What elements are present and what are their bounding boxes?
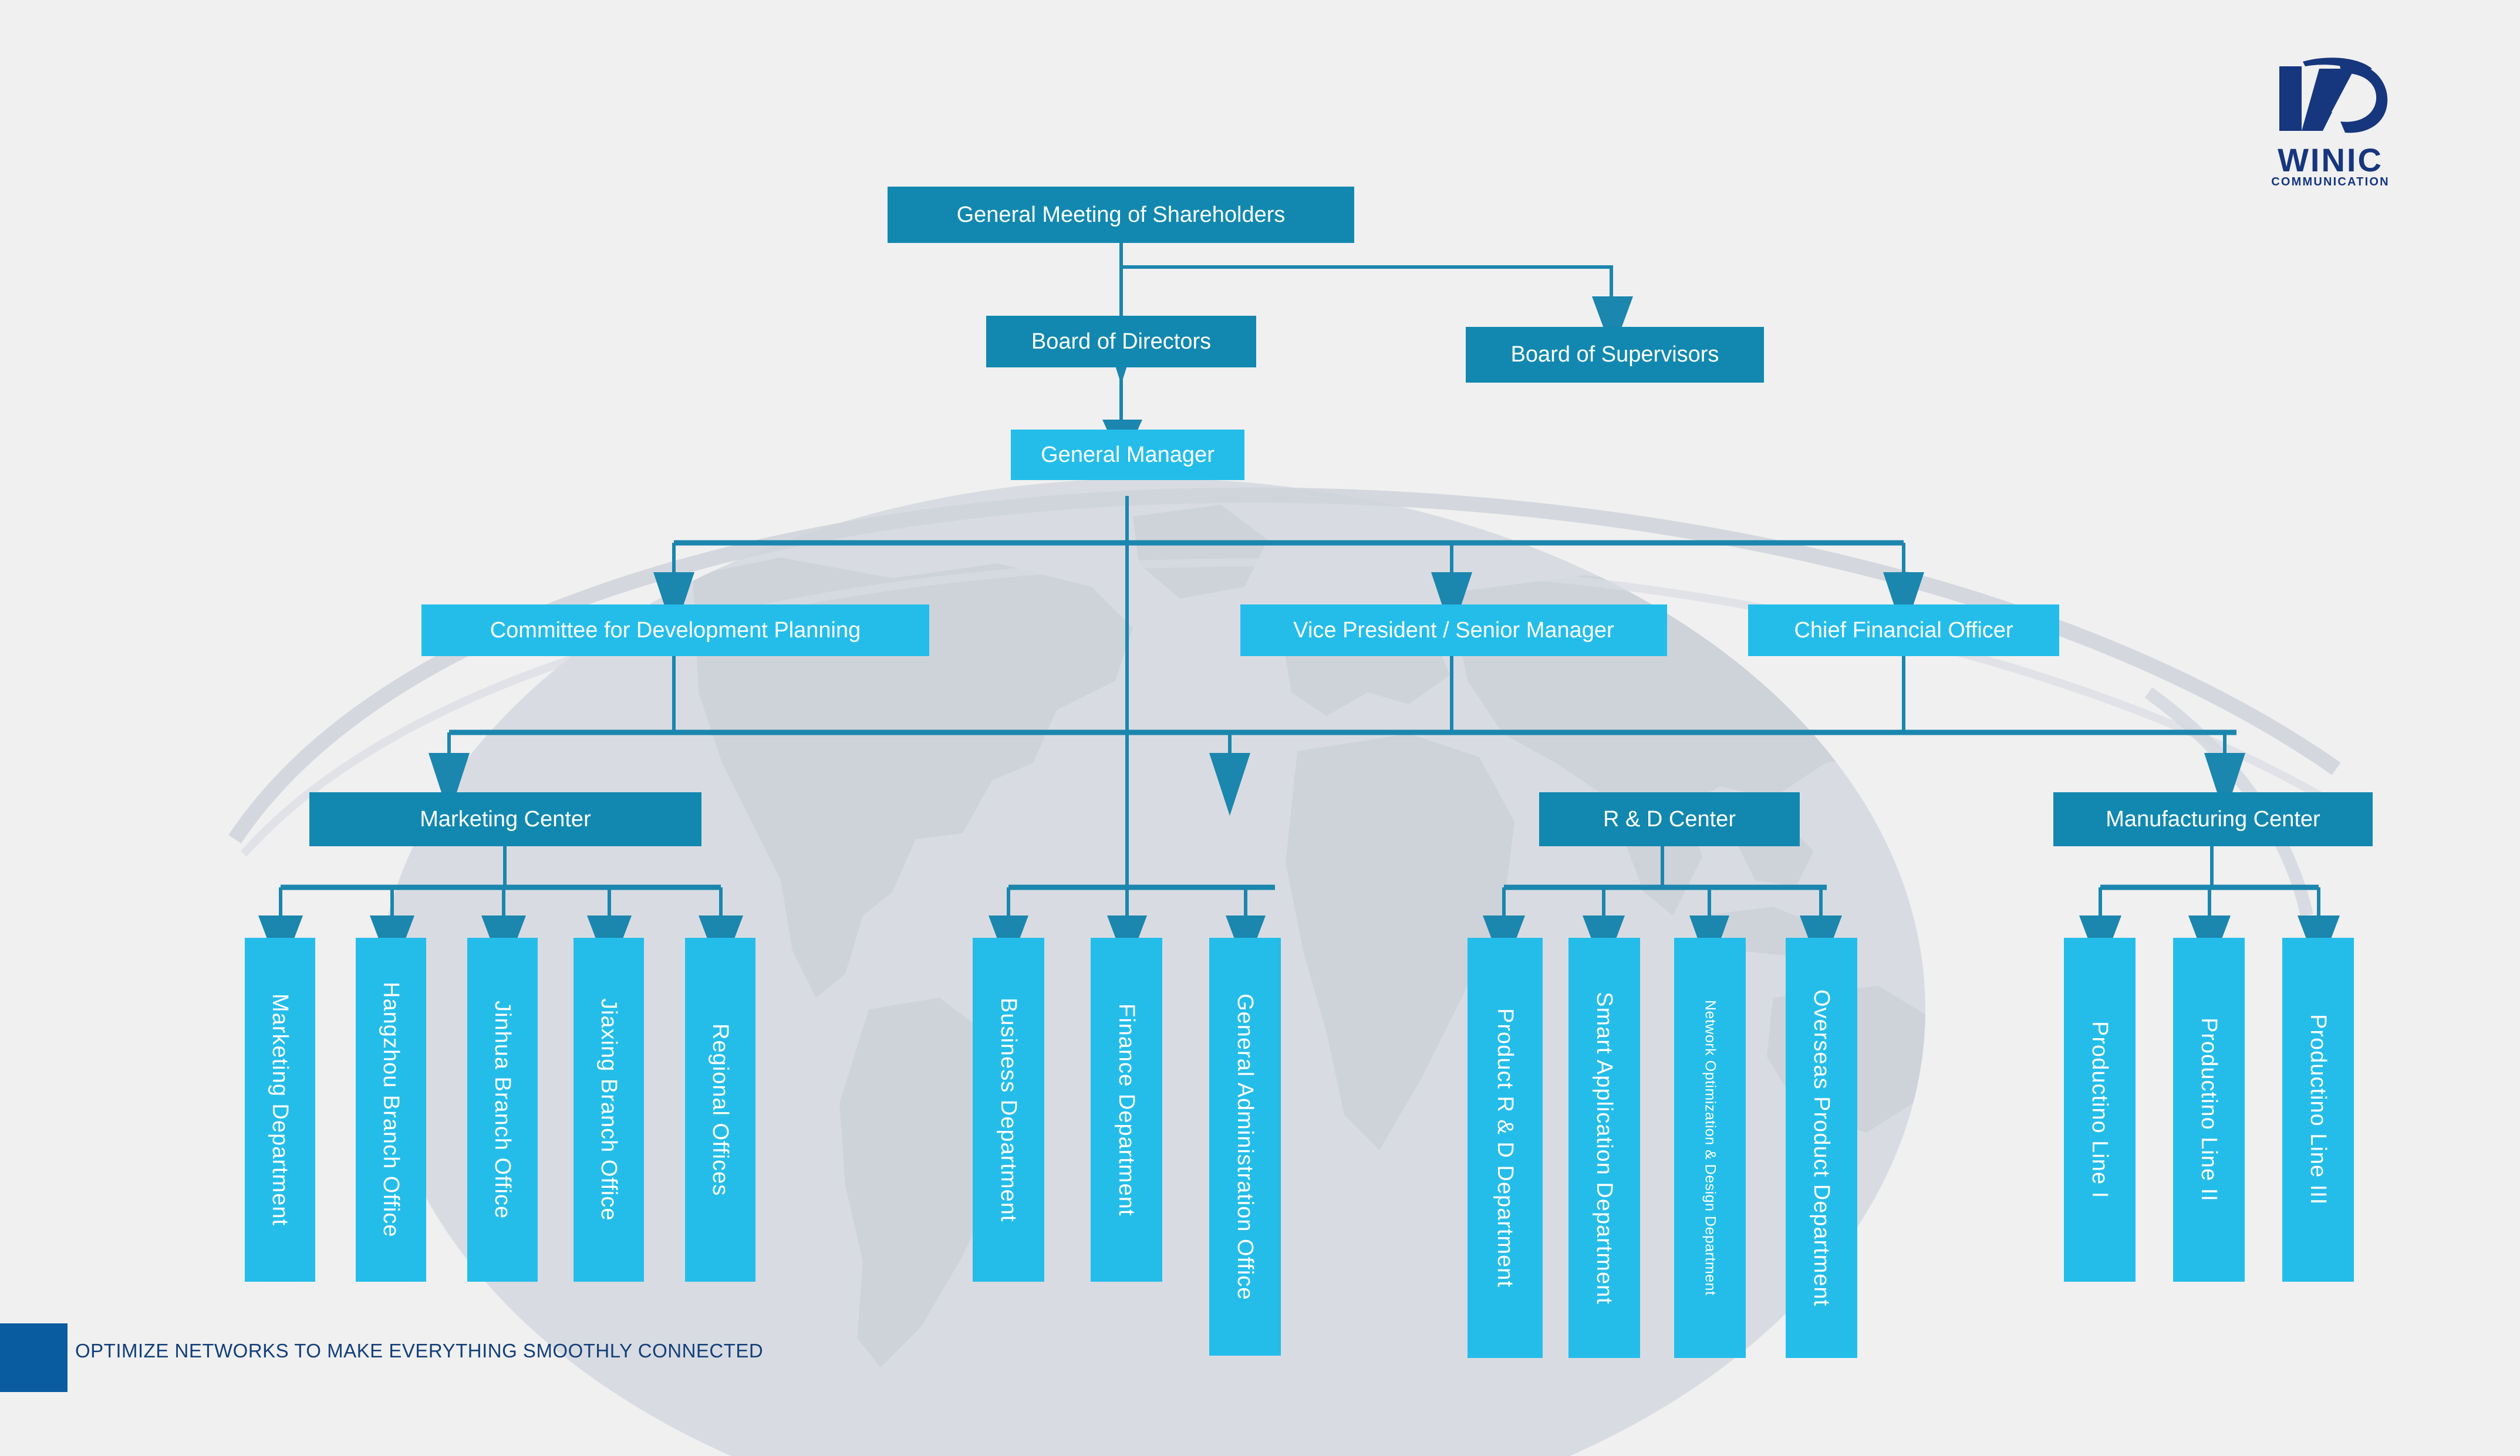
- node-label: R & D Center: [1603, 806, 1736, 832]
- node-label: Manufacturing Center: [2106, 806, 2320, 832]
- node-label: Committee for Development Planning: [490, 617, 861, 643]
- node-jiaxing-branch-office[interactable]: Jiaxing Branch Office: [574, 938, 644, 1282]
- node-label: Productino Line I: [2087, 1021, 2112, 1199]
- winic-wd-monogram-icon: [2279, 58, 2388, 133]
- node-label: Overseas Product Department: [1809, 989, 1834, 1307]
- node-marketing-center[interactable]: Marketing Center: [309, 792, 701, 846]
- node-label: General Administration Office: [1233, 993, 1257, 1300]
- node-regional-offices[interactable]: Regional Offices: [685, 938, 755, 1282]
- node-label: Finance Department: [1114, 1003, 1139, 1217]
- node-production-line-2[interactable]: Productino Line II: [2173, 938, 2245, 1282]
- footer-accent-block: [0, 1323, 68, 1392]
- node-label: Productino Line III: [2306, 1014, 2330, 1205]
- node-smart-application-department[interactable]: Smart Application Department: [1568, 938, 1640, 1358]
- node-label: Board of Directors: [1031, 329, 1212, 354]
- node-label: Marketing Department: [268, 994, 292, 1226]
- node-finance-department[interactable]: Finance Department: [1091, 938, 1162, 1282]
- node-general-administration-office[interactable]: General Administration Office: [1209, 938, 1281, 1356]
- node-hangzhou-branch-office[interactable]: Hangzhou Branch Office: [356, 938, 426, 1282]
- node-general-meeting-of-shareholders[interactable]: General Meeting of Shareholders: [888, 187, 1354, 243]
- node-label: Board of Supervisors: [1510, 342, 1719, 367]
- node-business-department[interactable]: Business Department: [973, 938, 1044, 1282]
- winic-logo: WINIC COMMUNICATION: [2251, 56, 2410, 188]
- node-label: Network Optimization & Design Department: [1702, 1000, 1719, 1296]
- node-label: Hangzhou Branch Office: [379, 982, 403, 1238]
- node-label: General Meeting of Shareholders: [956, 202, 1286, 227]
- node-overseas-product-department[interactable]: Overseas Product Department: [1786, 938, 1857, 1358]
- node-general-manager[interactable]: General Manager: [1011, 430, 1244, 480]
- node-label: Business Department: [996, 997, 1021, 1222]
- node-product-rd-department[interactable]: Product R & D Department: [1468, 938, 1543, 1358]
- node-label: Smart Application Department: [1592, 991, 1617, 1305]
- footer-tagline: OPTIMIZE NETWORKS TO MAKE EVERYTHING SMO…: [75, 1340, 764, 1362]
- node-chief-financial-officer[interactable]: Chief Financial Officer: [1748, 604, 2059, 656]
- node-rd-center[interactable]: R & D Center: [1539, 792, 1800, 846]
- node-manufacturing-center[interactable]: Manufacturing Center: [2053, 792, 2373, 846]
- node-label: Chief Financial Officer: [1794, 617, 2013, 643]
- node-jinhua-branch-office[interactable]: Jinhua Branch Office: [467, 938, 538, 1282]
- node-label: Marketing Center: [420, 806, 591, 832]
- node-production-line-3[interactable]: Productino Line III: [2282, 938, 2354, 1282]
- node-label: Productino Line II: [2197, 1018, 2221, 1202]
- node-label: Regional Offices: [708, 1023, 733, 1197]
- node-label: Jinhua Branch Office: [490, 1000, 515, 1219]
- node-label: Jiaxing Branch Office: [596, 998, 621, 1221]
- logo-submark: COMMUNICATION: [2271, 175, 2390, 188]
- node-board-of-supervisors[interactable]: Board of Supervisors: [1466, 327, 1764, 383]
- node-label: Vice President / Senior Manager: [1293, 617, 1614, 643]
- node-board-of-directors[interactable]: Board of Directors: [986, 316, 1256, 367]
- logo-wordmark: WINIC: [2278, 141, 2383, 178]
- node-label: Product R & D Department: [1493, 1008, 1517, 1288]
- node-production-line-1[interactable]: Productino Line I: [2064, 938, 2136, 1282]
- node-vice-president-senior-manager[interactable]: Vice President / Senior Manager: [1240, 604, 1667, 656]
- node-committee-for-development-planning[interactable]: Committee for Development Planning: [421, 604, 929, 656]
- node-network-optimization-design-department[interactable]: Network Optimization & Design Department: [1674, 938, 1746, 1358]
- node-label: General Manager: [1041, 442, 1215, 467]
- node-marketing-department[interactable]: Marketing Department: [245, 938, 315, 1282]
